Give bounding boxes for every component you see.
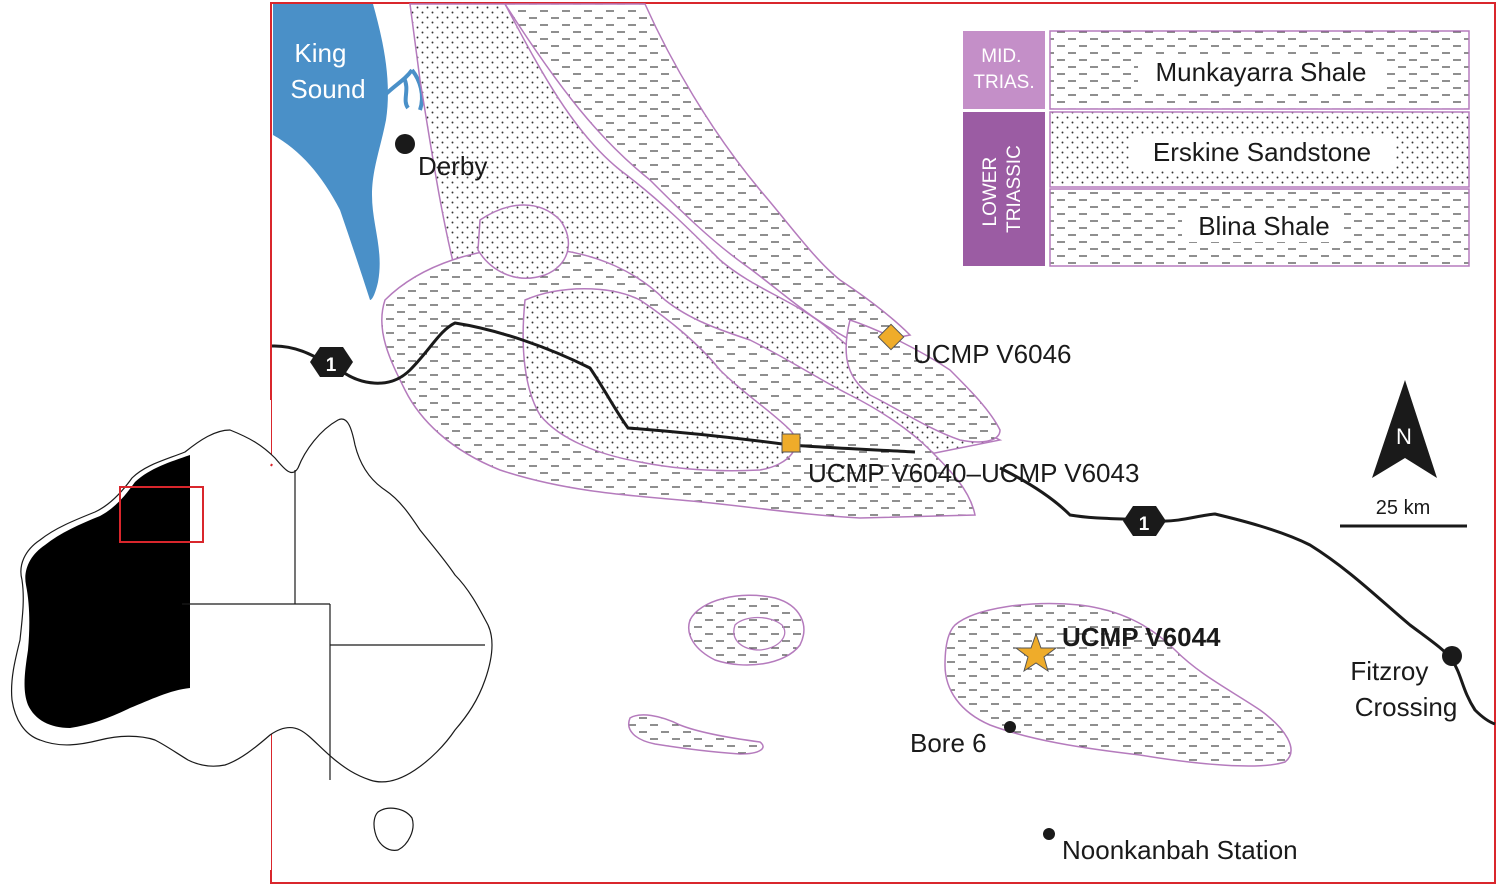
legend-unit-munkayarra: Munkayarra Shale — [1156, 57, 1367, 87]
fitzroy-town-marker — [1442, 646, 1462, 666]
outcrop-small-core — [733, 616, 786, 651]
stratigraphy-legend: MID. TRIAS. LOWER TRIASSIC Munkayarra Sh… — [963, 30, 1470, 267]
locality-v6040-label: UCMP V6040–UCMP V6043 — [808, 458, 1139, 488]
legend-period-mid-triassic — [963, 31, 1045, 109]
locality-v6044-star-icon — [1014, 632, 1058, 673]
locality-v6046-label: UCMP V6046 — [913, 339, 1072, 369]
locality-v6040-marker — [781, 433, 801, 453]
fitzroy-label: Fitzroy Crossing — [1350, 656, 1457, 722]
outcrop-southeast — [944, 602, 1292, 767]
bore-marker — [1004, 721, 1016, 733]
highway-number-west: 1 — [326, 355, 337, 376]
derby-sandstone — [477, 204, 570, 279]
inset-connector — [270, 463, 273, 467]
highway-shield-west — [310, 347, 353, 377]
north-arrow-icon: N — [1372, 380, 1437, 478]
legend-period-lower-triassic — [963, 112, 1045, 266]
north-arrow-label: N — [1396, 424, 1412, 449]
derby-town-marker — [395, 134, 415, 154]
locality-v6044-label: UCMP V6044 — [1062, 622, 1221, 652]
highway-shield-east — [1123, 506, 1166, 536]
australia-map-icon — [0, 400, 493, 870]
king-sound-water — [273, 4, 388, 300]
tasmania — [373, 807, 414, 851]
inset-study-area-box — [119, 486, 204, 543]
outcrop-small-south — [628, 714, 764, 755]
west-sandstone-core — [522, 288, 797, 472]
legend-swatch-munkayarra — [1049, 30, 1470, 110]
bore-label: Bore 6 — [910, 728, 987, 758]
king-sound-label: King Sound — [290, 38, 365, 104]
highway-number-east: 1 — [1139, 514, 1150, 535]
locality-v6046-marker — [877, 323, 905, 351]
legend-period-lower-label: LOWER TRIASSIC — [980, 145, 1025, 233]
legend-period-mid-label: MID. TRIAS. — [973, 46, 1034, 93]
noonkanbah-label: Noonkanbah Station — [1062, 835, 1298, 865]
western-australia — [24, 455, 190, 728]
legend-unit-erskine: Erskine Sandstone — [1153, 137, 1371, 167]
highway-1-east — [999, 466, 1496, 726]
legend-unit-blina: Blina Shale — [1198, 211, 1330, 241]
noonkanbah-marker — [1043, 828, 1055, 840]
derby-label: Derby — [418, 151, 487, 181]
shale-strip-east — [845, 319, 1001, 443]
scale-bar-label: 25 km — [1376, 497, 1430, 519]
